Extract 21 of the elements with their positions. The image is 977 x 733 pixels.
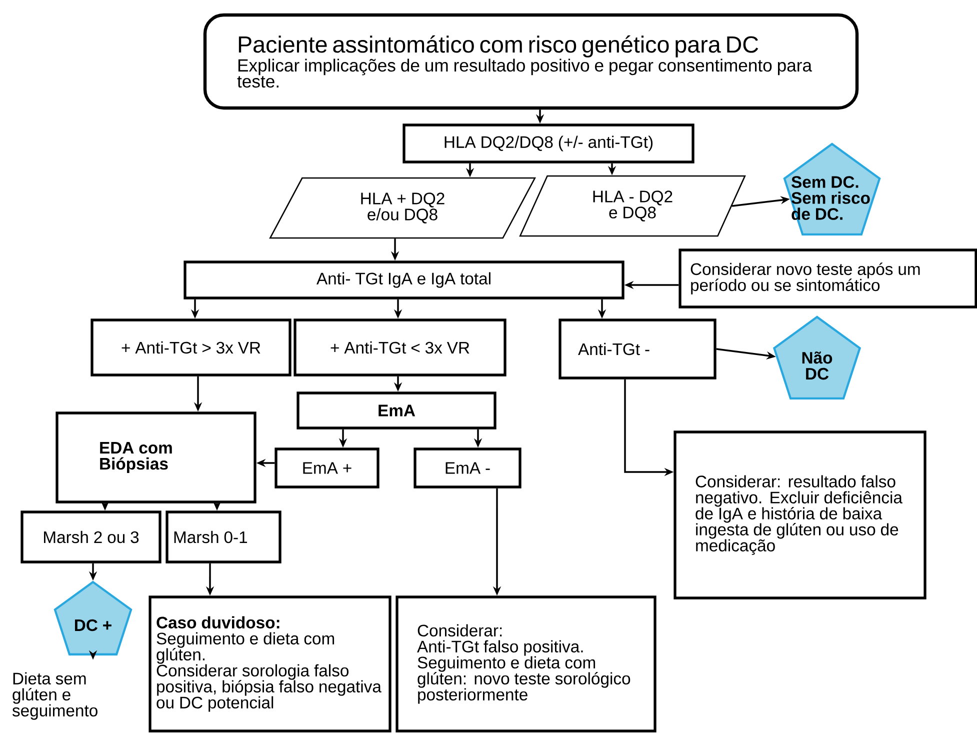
process-box: EmA -: [414, 448, 522, 488]
process-box: Marsh 0-1: [166, 510, 282, 564]
note-text: Dieta sem glúten e seguimento: [12, 672, 98, 720]
process-box: Caso duvidoso: Seguimento e dieta com glúten. Considerar sorologia falso positiva, biópsia falso negativa ou DC potencial: [148, 596, 392, 732]
process-box: HLA DQ2/DQ8 (+/- anti-TGt): [402, 124, 694, 164]
process-box: EmA: [296, 392, 496, 430]
process-box: Marsh 2 ou 3: [20, 510, 162, 564]
parallelogram-box: HLA + DQ2 e/ou DQ8: [269, 177, 536, 239]
process-box: EDA com Biópsias: [56, 412, 256, 504]
process-box: Considerar: Anti-TGt falso positiva. Seguimento e dieta com glúten: novo teste sorológico posteriormente: [396, 596, 656, 732]
parallelogram-box: HLA - DQ2 e DQ8: [519, 175, 746, 237]
process-box: Anti- TGt IgA e IgA total: [184, 260, 624, 300]
process-box: Anti-TGt -: [558, 318, 716, 380]
pentagon: DC +: [54, 580, 132, 656]
process-box: EmA +: [274, 448, 380, 488]
process-box: Considerar: resultado falso negativo. Excluir deficiência de IgA e história de baixa ingesta de glúten ou uso de medicação: [674, 430, 926, 600]
start-box: Paciente assintomático com risco genético para DC Explicar implicações de um resultado positivo e pegar consentimento para teste.: [203, 13, 859, 110]
pentagon: Sem DC. Sem risco de DC.: [783, 142, 881, 236]
process-box: + Anti-TGt < 3x VR: [294, 318, 506, 376]
process-box: + Anti-TGt > 3x VR: [90, 318, 292, 376]
process-box: Considerar novo teste após um período ou se sintomático: [678, 248, 977, 308]
